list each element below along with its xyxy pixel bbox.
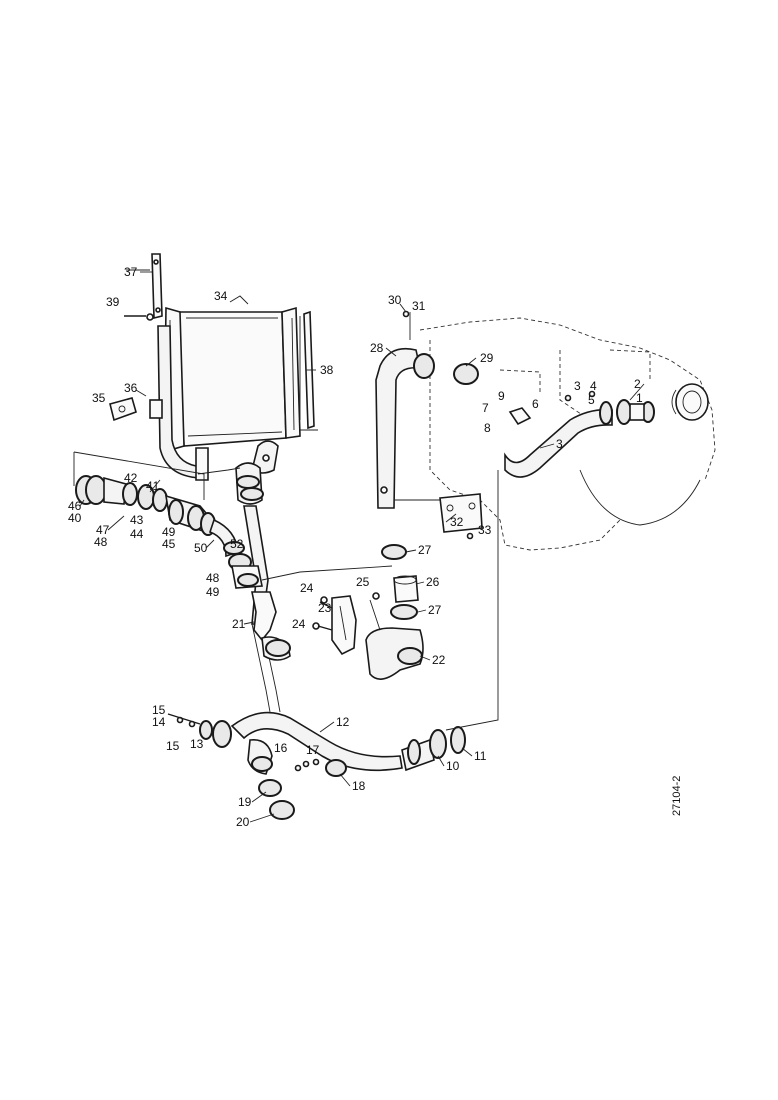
callout-11: 11: [474, 749, 487, 763]
pipe-21: [251, 591, 291, 661]
callout-3b: 3: [574, 379, 581, 393]
connection-lines: [126, 269, 393, 581]
callout-28: 28: [370, 341, 384, 355]
connector-26-assembly: [365, 544, 424, 680]
callout-2: 2: [634, 377, 641, 391]
callout-16: 16: [274, 741, 288, 755]
callout-labels: 1 2 3 3 4 5 6 7 8 9 10 11 12 13 14 15 15…: [68, 265, 643, 829]
callout-18: 18: [352, 779, 366, 793]
callout-31: 31: [412, 299, 426, 313]
callout-8: 8: [484, 421, 491, 435]
left-cooler-pipe: [109, 325, 209, 481]
callout-20: 20: [236, 815, 250, 829]
callout-41: 41: [146, 479, 160, 493]
callout-9: 9: [498, 389, 505, 403]
callout-37: 37: [124, 265, 138, 279]
drawing-number: 27104-2: [671, 776, 683, 816]
callout-29: 29: [480, 351, 494, 365]
callout-1: 1: [636, 391, 643, 405]
callout-15: 15: [152, 703, 166, 717]
callout-46: 46: [68, 499, 82, 513]
turbo-outlet-part: [671, 383, 709, 421]
callout-35: 35: [92, 391, 106, 405]
pipe-28: [375, 310, 479, 509]
callout-33: 33: [478, 523, 492, 537]
callout-22: 22: [432, 653, 446, 667]
callout-48: 48: [94, 535, 108, 549]
callout-24b: 24: [292, 617, 306, 631]
callout-5: 5: [588, 393, 595, 407]
callout-45: 45: [162, 537, 176, 551]
lower-clamp-stack: [167, 713, 347, 820]
callout-14: 14: [152, 715, 166, 729]
callout-42: 42: [124, 471, 138, 485]
callout-17: 17: [306, 743, 320, 757]
callout-49b: 49: [206, 585, 220, 599]
callout-44: 44: [130, 527, 144, 541]
callout-21: 21: [232, 617, 246, 631]
callout-47: 47: [96, 523, 110, 537]
bracket-37: [124, 253, 163, 321]
callout-39: 39: [106, 295, 120, 309]
callout-52: 52: [230, 537, 244, 551]
callout-34: 34: [214, 289, 228, 303]
cooler-outlet-hose: [235, 440, 279, 505]
intercooler-34: [163, 306, 301, 451]
callout-48b: 48: [206, 571, 220, 585]
callout-12: 12: [336, 715, 350, 729]
callout-50: 50: [194, 541, 208, 555]
hose-3-assembly: [504, 390, 655, 478]
callout-32: 32: [450, 515, 464, 529]
callout-40: 40: [68, 511, 82, 525]
left-hose-assembly: [73, 451, 263, 589]
callout-7: 7: [482, 401, 489, 415]
callout-6: 6: [532, 397, 539, 411]
callout-13: 13: [190, 737, 204, 751]
callout-38: 38: [320, 363, 334, 377]
pipe-23-assembly: [312, 595, 357, 656]
callout-4: 4: [590, 379, 597, 393]
callout-27b: 27: [428, 603, 442, 617]
lower-hose-12: [199, 470, 499, 772]
callout-25: 25: [356, 575, 370, 589]
callout-24a: 24: [300, 581, 314, 595]
engine-outline: [419, 317, 716, 551]
leader-lines: [79, 271, 645, 823]
callout-15b: 15: [166, 739, 180, 753]
callout-36: 36: [124, 381, 138, 395]
callout-3: 3: [556, 437, 563, 451]
callout-23: 23: [318, 601, 332, 615]
callout-49: 49: [162, 525, 176, 539]
callout-43: 43: [130, 513, 144, 527]
callout-19: 19: [238, 795, 252, 809]
callout-30: 30: [388, 293, 402, 307]
callout-10: 10: [446, 759, 460, 773]
callout-26: 26: [426, 575, 440, 589]
bracket-32: [394, 493, 483, 540]
callout-27a: 27: [418, 543, 432, 557]
